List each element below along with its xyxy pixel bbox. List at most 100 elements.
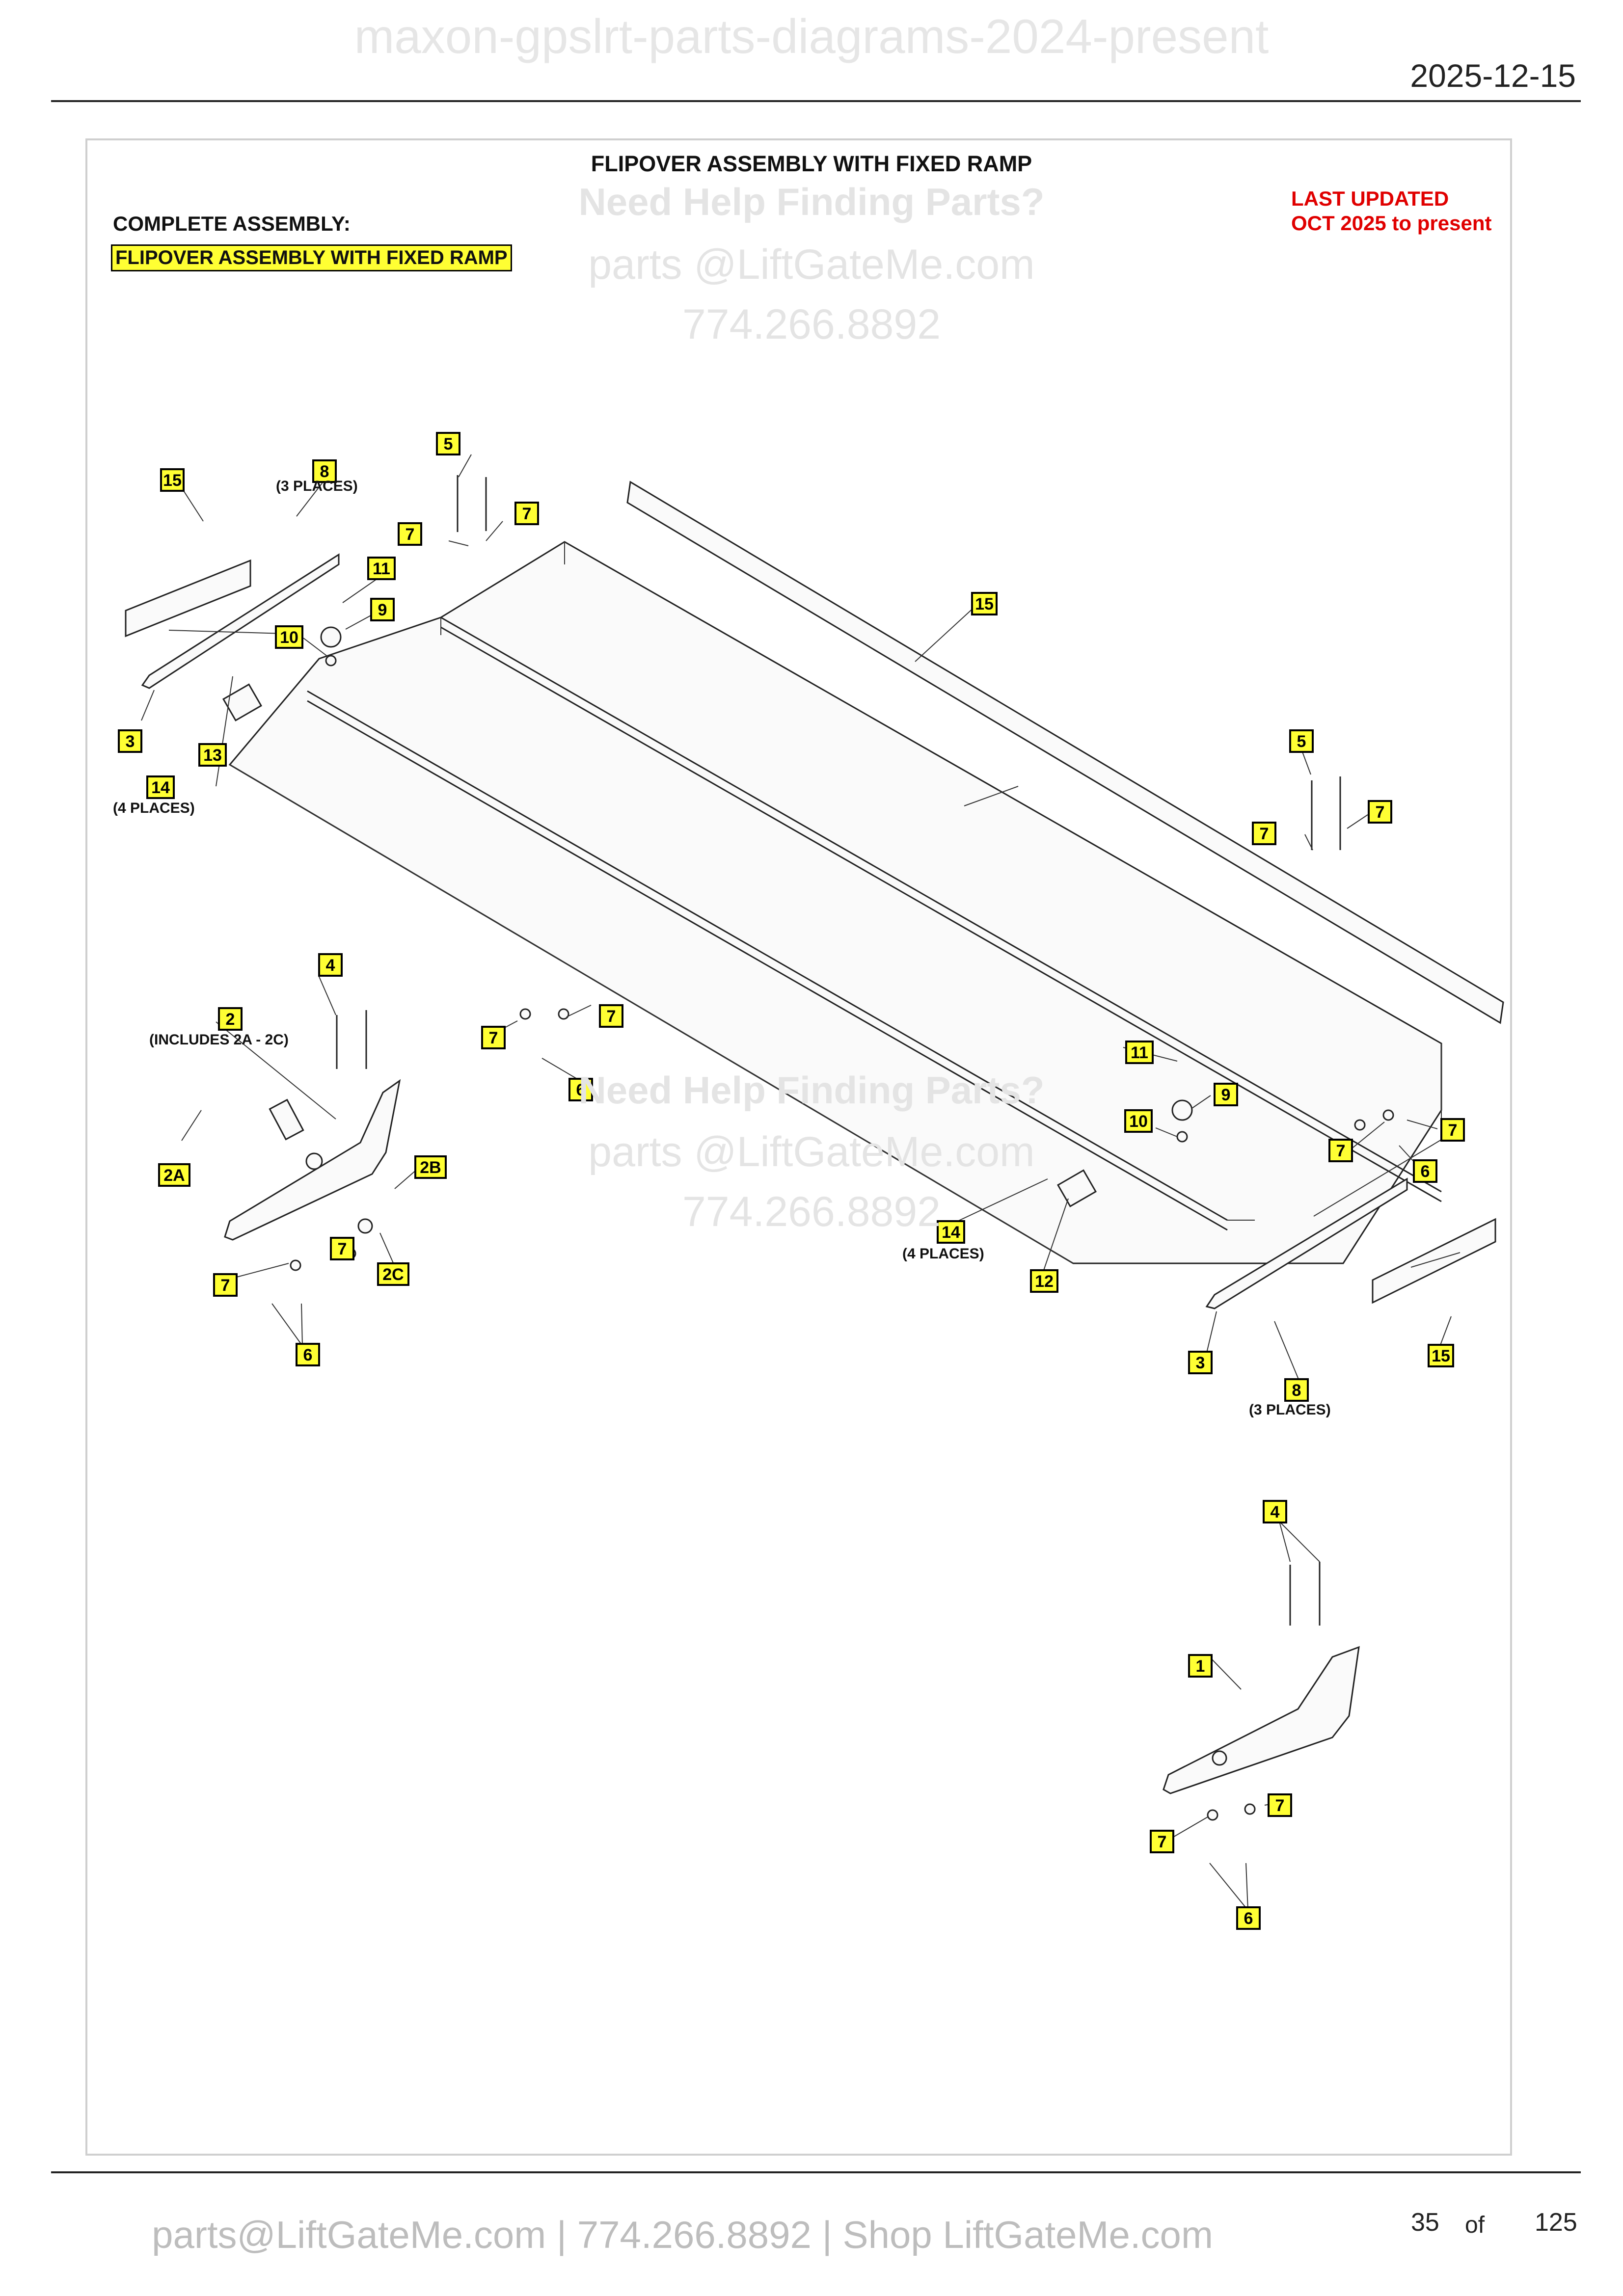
svg-text:6: 6 (1421, 1162, 1430, 1181)
callout-15-right: 15 (1428, 1344, 1454, 1367)
callout-7-mid-b: 7 (599, 1004, 623, 1028)
svg-text:15: 15 (1432, 1347, 1450, 1365)
svg-text:5: 5 (1297, 732, 1306, 751)
last-updated-line1: LAST UPDATED (1291, 187, 1449, 210)
callout-7-top-left-b: 7 (514, 502, 539, 525)
svg-text:3: 3 (126, 732, 135, 751)
svg-text:10: 10 (280, 628, 298, 647)
left-end-panel (125, 553, 340, 689)
callout-6-hinge-left: 6 (296, 1343, 320, 1366)
watermark-line1-mid: Need Help Finding Parts? (578, 1068, 1045, 1112)
callout-4-right: 4 (1263, 1500, 1287, 1523)
svg-text:7: 7 (607, 1007, 616, 1026)
svg-text:13: 13 (203, 746, 222, 765)
svg-text:7: 7 (1260, 825, 1269, 843)
callout-7-hinge-a: 7 (330, 1237, 354, 1260)
svg-text:6: 6 (1244, 1909, 1253, 1928)
svg-text:3: 3 (1196, 1354, 1205, 1372)
callout-3-top-left: 3 (118, 729, 142, 753)
last-updated-line2: OCT 2025 to present (1291, 212, 1492, 235)
callout-11-right: 11 (1125, 1041, 1154, 1064)
document-date: 2025-12-15 (1410, 57, 1576, 94)
document-title: maxon-gpslrt-parts-diagrams-2024-present (354, 9, 1269, 63)
page-of: of (1465, 2212, 1485, 2238)
note-4-places-right: (4 PLACES) (902, 1246, 984, 1262)
callout-6-mid: 6 (568, 1078, 593, 1101)
callout-7-right-b: 7 (1368, 800, 1392, 824)
diagram-title: FLIPOVER ASSEMBLY WITH FIXED RAMP (591, 151, 1032, 176)
svg-text:12: 12 (1035, 1272, 1054, 1291)
callout-7-right-d: 7 (1440, 1118, 1465, 1142)
callout-8-top-left: 8 (312, 459, 337, 483)
svg-text:7: 7 (489, 1029, 498, 1047)
callout-13: 13 (198, 743, 227, 767)
callout-2B: 2B (414, 1155, 447, 1179)
svg-text:7: 7 (406, 525, 415, 544)
callout-9-right: 9 (1214, 1083, 1238, 1106)
complete-assembly-label: COMPLETE ASSEMBLY: (113, 212, 351, 235)
svg-text:4: 4 (326, 956, 335, 975)
last-updated: LAST UPDATED OCT 2025 to present (1291, 187, 1491, 236)
svg-text:7: 7 (1448, 1121, 1458, 1140)
svg-text:2: 2 (226, 1010, 235, 1029)
callout-9-top-left: 9 (370, 598, 395, 621)
callout-7-hinge-b: 7 (213, 1273, 238, 1297)
leader-lines (141, 454, 1452, 1911)
hinge-arm-left (224, 1079, 401, 1241)
callout-2C: 2C (377, 1262, 409, 1286)
svg-text:11: 11 (1131, 1043, 1148, 1062)
svg-text:14: 14 (942, 1223, 960, 1242)
bracket-12 (1056, 1169, 1097, 1207)
right-end-panel (1205, 1177, 1496, 1309)
svg-text:15: 15 (975, 595, 994, 614)
svg-text:6: 6 (303, 1346, 313, 1364)
callout-14-left: 14 (146, 775, 175, 799)
svg-text:7: 7 (522, 505, 532, 523)
callout-3-right: 3 (1188, 1351, 1213, 1374)
callout-6-right: 6 (1413, 1159, 1437, 1183)
svg-text:7: 7 (338, 1240, 347, 1258)
svg-text:7: 7 (1336, 1142, 1346, 1160)
callout-7-arm-right-b: 7 (1150, 1830, 1174, 1853)
svg-text:11: 11 (373, 560, 390, 578)
callout-7-top-left-a: 7 (398, 522, 422, 546)
svg-text:7: 7 (221, 1276, 230, 1295)
svg-text:8: 8 (320, 462, 329, 481)
note-3-places-left: (3 PLACES) (276, 478, 358, 494)
svg-text:14: 14 (151, 778, 170, 797)
callout-5-top-left: 5 (436, 432, 460, 455)
page-total: 125 (1535, 2208, 1577, 2237)
complete-assembly-name: FLIPOVER ASSEMBLY WITH FIXED RAMP (111, 244, 512, 271)
svg-text:8: 8 (1292, 1381, 1301, 1400)
watermark-line3-mid: 774.266.8892 (682, 1188, 941, 1235)
svg-text:1: 1 (1196, 1657, 1205, 1676)
callout-5-right: 5 (1289, 729, 1314, 753)
parts-diagram: 15 8 5 7 7 11 9 10 15 3 13 14 5 7 7 4 2 … (113, 432, 1504, 1930)
callout-12: 12 (1030, 1269, 1058, 1293)
drawing-frame (85, 138, 1512, 2156)
callout-14-right: 14 (937, 1220, 965, 1244)
footer-contact[interactable]: parts@LiftGateMe.com | 774.266.8892 | Sh… (152, 2213, 1213, 2256)
note-includes-2a-2c: (INCLUDES 2A - 2C) (149, 1032, 289, 1048)
svg-text:2A: 2A (163, 1166, 185, 1185)
watermark-line1-top: Need Help Finding Parts? (578, 180, 1045, 223)
callout-11-top-left: 11 (367, 557, 396, 580)
svg-text:6: 6 (576, 1081, 586, 1099)
callout-15-top-right: 15 (971, 592, 998, 615)
callout-10-right: 10 (1124, 1109, 1153, 1133)
callout-7-mid-a: 7 (481, 1026, 506, 1049)
svg-text:4: 4 (1271, 1503, 1280, 1522)
svg-text:5: 5 (444, 435, 453, 454)
callout-1: 1 (1188, 1654, 1213, 1678)
svg-text:7: 7 (1158, 1833, 1167, 1851)
callout-6-arm-right: 6 (1236, 1906, 1261, 1930)
callout-7-right-c: 7 (1328, 1139, 1353, 1162)
callout-10-top-left: 10 (275, 625, 303, 649)
callout-2A: 2A (158, 1163, 190, 1187)
svg-text:9: 9 (1221, 1086, 1231, 1104)
svg-text:10: 10 (1129, 1112, 1148, 1131)
svg-text:2B: 2B (420, 1158, 441, 1177)
side-strip-long (626, 481, 1504, 1024)
callout-2: 2 (218, 1007, 243, 1031)
svg-text:7: 7 (1376, 803, 1385, 822)
